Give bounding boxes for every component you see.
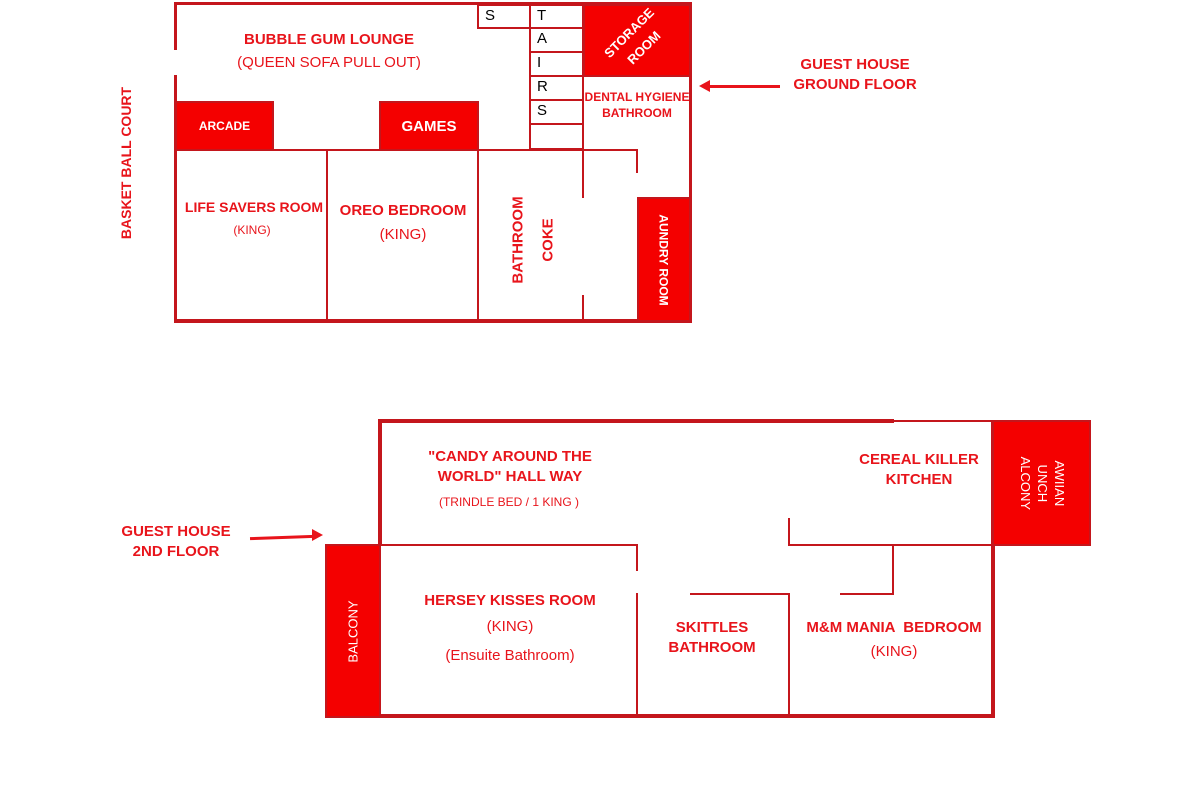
wall bbox=[788, 518, 790, 546]
games-label: GAMES bbox=[401, 117, 457, 135]
wall bbox=[689, 2, 692, 323]
alcony-line: UNCH bbox=[1034, 464, 1050, 502]
wall bbox=[892, 544, 894, 595]
dental-line: BATHROOM bbox=[602, 106, 672, 121]
hallway-line: "CANDY AROUND THE bbox=[428, 448, 592, 465]
ground-floor-title: GUEST HOUSE GROUND FLOOR bbox=[793, 55, 916, 96]
stairs-step: I bbox=[529, 51, 584, 77]
lounge-note: (QUEEN SOFA PULL OUT) bbox=[237, 54, 421, 71]
wall bbox=[174, 2, 177, 50]
stairs-step: T bbox=[529, 4, 584, 29]
second-floor-title: GUEST HOUSE 2ND FLOOR bbox=[121, 522, 230, 563]
life-savers-name: LIFE SAVERS ROOM bbox=[184, 199, 324, 215]
alcony-room: AWIIAN UNCH ALCONY bbox=[992, 420, 1091, 546]
kitchen-line: KITCHEN bbox=[885, 471, 953, 489]
mm-name: M&M MANIA BEDROOM bbox=[806, 619, 982, 636]
wall bbox=[378, 419, 894, 423]
wall bbox=[788, 544, 993, 546]
balcony: BALCONY bbox=[325, 544, 381, 718]
wall bbox=[174, 2, 692, 5]
kitchen-line: CEREAL KILLER bbox=[859, 451, 979, 468]
wall bbox=[636, 544, 638, 571]
stairs-step: S bbox=[477, 4, 532, 29]
title-line: GUEST HOUSE bbox=[800, 56, 910, 73]
balcony-label: BALCONY bbox=[345, 599, 361, 663]
stairs-step: A bbox=[529, 27, 584, 53]
title-line: 2ND FLOOR bbox=[132, 543, 220, 561]
skittles-line: BATHROOM bbox=[668, 639, 756, 657]
dental-line: DENTAL HYGIENE bbox=[584, 90, 690, 104]
wall bbox=[636, 149, 638, 173]
hallway-note: (TRINDLE BED / 1 KING ) bbox=[438, 495, 580, 509]
hersey-name: HERSEY KISSES ROOM bbox=[424, 592, 596, 609]
arrow-right-icon bbox=[312, 529, 323, 541]
wall bbox=[840, 593, 894, 595]
oreo-name: OREO BEDROOM bbox=[339, 202, 467, 219]
wall bbox=[893, 420, 993, 422]
alcony-line: ALCONY bbox=[1018, 456, 1034, 510]
hersey-bed: (KING) bbox=[486, 618, 534, 635]
arcade-room: ARCADE bbox=[175, 101, 274, 151]
skittles-line: SKITTLES bbox=[675, 619, 749, 636]
mm-bed: (KING) bbox=[870, 643, 918, 660]
wall bbox=[378, 714, 995, 718]
lounge-name: BUBBLE GUM LOUNGE bbox=[244, 31, 414, 48]
wall bbox=[379, 544, 638, 546]
life-savers-bed: (KING) bbox=[233, 223, 271, 237]
wall bbox=[174, 75, 177, 323]
stairs-step bbox=[529, 123, 584, 150]
oreo-bed: (KING) bbox=[379, 226, 427, 243]
hallway-name: "CANDY AROUND THE WORLD" HALL WAY bbox=[428, 447, 592, 488]
games-room: GAMES bbox=[379, 101, 479, 151]
laundry-label: AUNDRY ROOM bbox=[657, 213, 671, 306]
arrow-line bbox=[249, 534, 315, 541]
arcade-label: ARCADE bbox=[198, 119, 251, 133]
coke-label: COKE bbox=[539, 218, 557, 262]
bathroom-label: BATHROOM bbox=[509, 196, 527, 284]
wall bbox=[174, 319, 692, 323]
wall bbox=[690, 593, 790, 595]
wall bbox=[788, 593, 790, 716]
wall bbox=[326, 149, 328, 321]
wall bbox=[477, 149, 479, 321]
hersey-note: (Ensuite Bathroom) bbox=[445, 647, 575, 664]
alcony-line: AWIIAN bbox=[1051, 460, 1067, 506]
kitchen-name: CEREAL KILLER KITCHEN bbox=[859, 450, 979, 491]
wall bbox=[378, 419, 382, 546]
stairs-step: S bbox=[529, 99, 584, 125]
title-line: GUEST HOUSE bbox=[121, 523, 231, 540]
skittles-name: SKITTLES BATHROOM bbox=[668, 618, 755, 659]
wall bbox=[636, 593, 638, 716]
storage-room: STORAGE ROOM bbox=[583, 4, 691, 77]
wall bbox=[582, 295, 584, 321]
wall bbox=[991, 420, 995, 718]
hallway-line: WORLD" HALL WAY bbox=[437, 468, 583, 486]
arrow-left-icon bbox=[699, 80, 710, 92]
arrow-line bbox=[708, 85, 780, 88]
basketball-court-label: BASKET BALL COURT bbox=[118, 86, 134, 240]
laundry-room: AUNDRY ROOM bbox=[637, 197, 691, 322]
stairs-step: R bbox=[529, 75, 584, 101]
title-line: GROUND FLOOR bbox=[793, 76, 917, 94]
dental-label: DENTAL HYGIENE BATHROOM bbox=[585, 89, 690, 121]
